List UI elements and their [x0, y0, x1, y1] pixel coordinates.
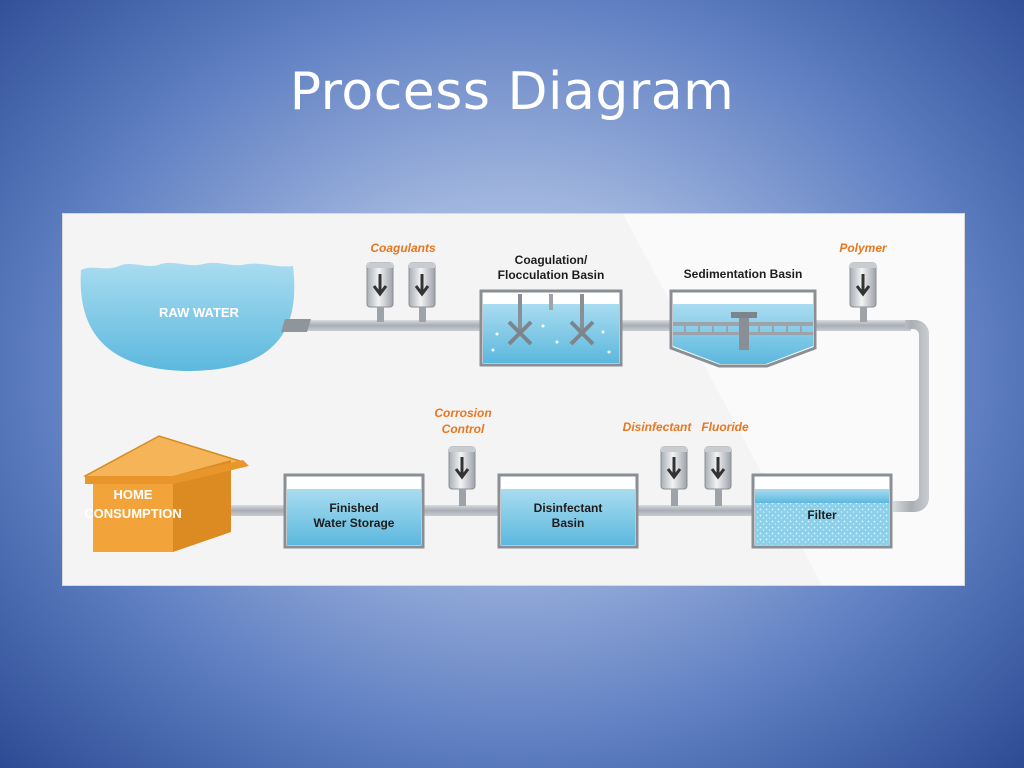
- process-diagram: RAW WATER Coagulants Coagulation/ Floccu…: [80, 214, 964, 585]
- polymer-feeder: [849, 262, 877, 322]
- pipe-return: [893, 320, 929, 512]
- slide-title: Process Diagram: [289, 62, 735, 122]
- chemical-feeder-icon: [710, 457, 726, 480]
- disinfectant-basin-label-line1: Disinfectant: [534, 501, 603, 515]
- coagulant-feeder-2: [408, 262, 436, 322]
- disinfectant-basin-label-line2: Basin: [552, 516, 585, 530]
- corrosion-control-feeder: [448, 446, 476, 506]
- fluoride-feeder: [704, 446, 732, 506]
- polymer-label: Polymer: [839, 241, 888, 255]
- mixer-icon: [569, 320, 595, 346]
- coagulants-label: Coagulants: [370, 241, 436, 255]
- fluoride-label: Fluoride: [701, 420, 749, 434]
- finished-water-storage: Finished Water Storage: [283, 473, 425, 549]
- mixer-icon: [507, 320, 533, 346]
- chemical-feeder-icon: [414, 274, 430, 297]
- disinfectant-basin: Disinfectant Basin: [497, 473, 639, 549]
- storage-label-line2: Water Storage: [314, 516, 395, 530]
- storage-label-line1: Finished: [329, 501, 378, 515]
- coag-basin-label-line1: Coagulation/: [515, 253, 588, 267]
- chemical-feeder-icon: [454, 457, 470, 480]
- process-diagram-panel: RAW WATER Coagulants Coagulation/ Floccu…: [62, 213, 965, 586]
- filter: Filter: [751, 473, 893, 549]
- disinfectant-feeder: [660, 446, 688, 506]
- coag-basin-label-line2: Flocculation Basin: [498, 268, 605, 282]
- disinfectant-chem-label: Disinfectant: [623, 420, 693, 434]
- coagulant-feeder-1: [366, 262, 394, 322]
- sedimentation-basin: [669, 289, 817, 368]
- home-label-line2: CONSUMPTION: [84, 506, 182, 521]
- filter-label: Filter: [807, 508, 837, 522]
- corrosion-label-line1: Corrosion: [434, 406, 491, 420]
- home-label-line1: HOME: [114, 487, 153, 502]
- raw-water-reservoir: RAW WATER: [80, 262, 311, 371]
- chemical-feeder-icon: [666, 457, 682, 480]
- home-consumption: HOME CONSUMPTION: [83, 435, 249, 552]
- chemical-feeder-icon: [372, 274, 388, 297]
- coagulation-flocculation-basin: [479, 289, 623, 367]
- raw-water-label: RAW WATER: [159, 305, 240, 320]
- sedimentation-label: Sedimentation Basin: [684, 267, 803, 281]
- corrosion-label-line2: Control: [442, 422, 485, 436]
- chemical-feeder-icon: [855, 274, 871, 297]
- pipe-bottom: [223, 505, 753, 516]
